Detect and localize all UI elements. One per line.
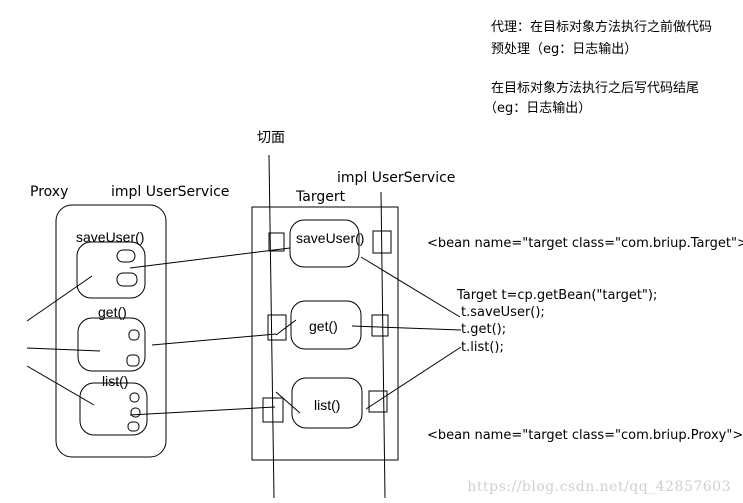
watermark: https://blog.csdn.net/qq_42857603 (467, 479, 731, 495)
target-label: Targert (296, 189, 346, 205)
after-joinpoint-get (371, 314, 389, 337)
code-get-call: t.get(); (461, 322, 507, 337)
proxy-to-target-saveuser (129, 247, 291, 269)
target-method-label-list: list() (314, 397, 340, 413)
proxy-get-port-top (128, 329, 140, 341)
call-arrow-saveuser (26, 275, 93, 322)
note-before-line2: 预处理（eg：日志输出） (491, 42, 638, 57)
joinpoint-to-get (275, 319, 297, 336)
target-impl-label: impl UserService (337, 170, 456, 186)
code-link-saveuser (360, 256, 461, 318)
proxy-saveuser-port-bottom (116, 272, 138, 287)
bean-target-definition: <bean name="target class="com.briup.Targ… (427, 236, 743, 251)
proxy-method-box-list (79, 382, 148, 436)
code-link-get (351, 325, 462, 331)
proxy-impl-label: impl UserService (111, 184, 230, 200)
after-joinpoint-list (368, 390, 388, 413)
aspect-line (268, 154, 275, 499)
target-method-box-list (291, 377, 363, 429)
target-impl-line (380, 191, 386, 499)
proxy-method-box-get (77, 317, 146, 372)
call-arrow-get (26, 347, 101, 352)
code-save-user-call: t.saveUser(); (461, 305, 545, 320)
proxy-list-port-b (130, 407, 141, 418)
target-method-label-get: get() (309, 318, 338, 334)
proxy-method-label-get: get() (98, 304, 127, 320)
proxy-list-port-c (127, 421, 140, 432)
code-list-call: t.list(); (461, 340, 504, 355)
proxy-method-box-saveuser (76, 241, 146, 299)
aspect-label: 切面 (257, 130, 285, 146)
joinpoint-to-list (275, 391, 301, 414)
note-after-line1: 在目标对象方法执行之后写代码结尾 (491, 81, 700, 96)
target-method-box-get (290, 300, 362, 350)
proxy-to-target-get (151, 333, 277, 346)
target-box (251, 206, 399, 461)
target-method-box-saveuser (289, 219, 360, 268)
proxy-get-port-bottom (126, 354, 140, 367)
note-after-line2: （eg：日志输出） (484, 101, 592, 116)
call-arrow-list (26, 365, 95, 406)
proxy-to-target-list (129, 406, 276, 416)
aspect-joinpoint-saveuser (268, 232, 285, 252)
code-get-bean: Target t=cp.getBean("target"); (457, 288, 658, 303)
code-link-list (365, 346, 462, 410)
target-method-label-saveuser: saveUser() (296, 230, 364, 246)
aspect-joinpoint-get (267, 314, 287, 341)
note-before-line1: 代理：在目标对象方法执行之前做代码 (491, 20, 713, 35)
proxy-list-port-a (129, 392, 140, 403)
bean-proxy-definition: <bean name="target class="com.briup.Prox… (427, 428, 743, 443)
proxy-method-label-list: list() (102, 373, 128, 389)
proxy-label: Proxy (30, 184, 69, 200)
proxy-saveuser-port-top (116, 249, 136, 263)
proxy-box (55, 204, 167, 458)
proxy-method-label-saveuser: saveUser() (76, 229, 144, 245)
